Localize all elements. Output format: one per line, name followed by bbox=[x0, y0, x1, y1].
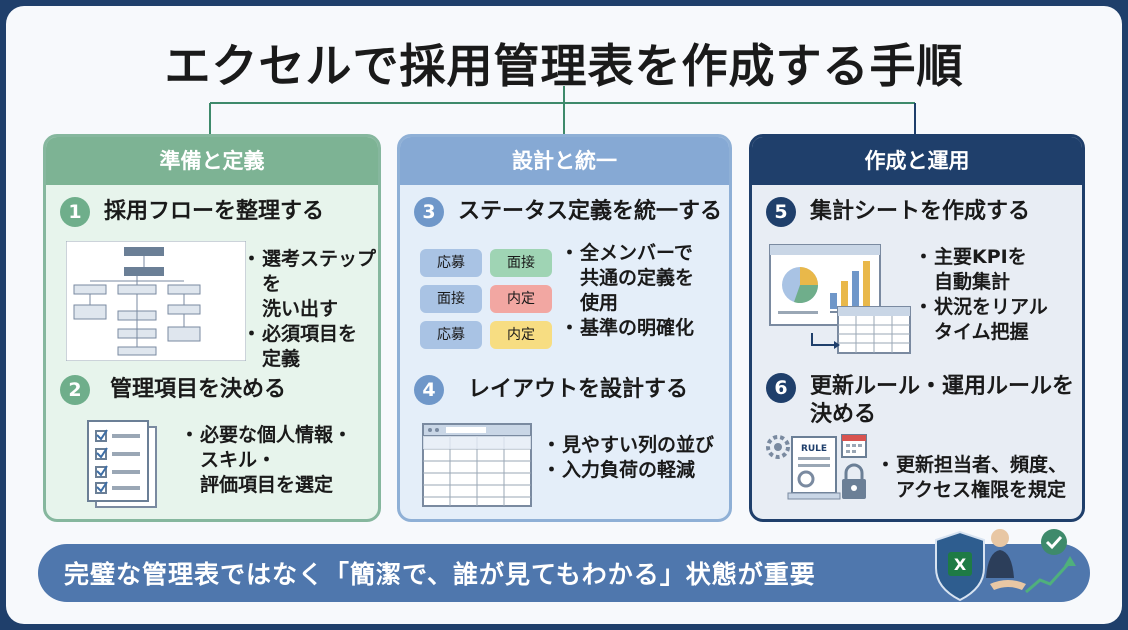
page-title: エクセルで採用管理表を作成する手順 bbox=[164, 39, 964, 93]
bullet: 必要な個人情報・スキル・評価項目を選定 bbox=[180, 423, 352, 498]
step-title: 管理項目を決める bbox=[110, 377, 287, 402]
step-5: 5 集計シートを作成する bbox=[766, 197, 1030, 227]
bullet: 入力負荷の軽減 bbox=[542, 458, 714, 483]
flowchart-icon bbox=[66, 241, 246, 361]
bullet: 基準の明確化 bbox=[560, 316, 694, 341]
column-header: 作成と運用 bbox=[752, 137, 1082, 185]
spreadsheet-layout-icon bbox=[422, 423, 532, 507]
step-4: 4 レイアウトを設計する bbox=[414, 375, 688, 405]
step-number: 4 bbox=[414, 375, 444, 405]
status-tag: 応募 bbox=[420, 249, 482, 277]
status-tag: 内定 bbox=[490, 285, 552, 313]
rule-label: RULE bbox=[801, 444, 827, 454]
svg-text:X: X bbox=[954, 555, 967, 574]
column-header: 設計と統一 bbox=[400, 137, 729, 185]
status-tag: 面接 bbox=[420, 285, 482, 313]
status-tag: 内定 bbox=[490, 321, 552, 349]
step-number: 6 bbox=[766, 373, 796, 403]
success-illustration-icon: X bbox=[935, 529, 1076, 602]
step-title: 集計シートを作成する bbox=[810, 199, 1031, 224]
step-6-bullets: 更新担当者、頻度、アクセス権限を規定 bbox=[876, 453, 1067, 503]
step-number: 1 bbox=[60, 197, 90, 227]
step-4-bullets: 見やすい列の並び 入力負荷の軽減 bbox=[542, 433, 714, 483]
step-title: レイアウトを設計する bbox=[468, 377, 689, 402]
column-header: 準備と定義 bbox=[46, 137, 378, 185]
step-2: 2 管理項目を決める bbox=[60, 375, 286, 405]
step-6: 6 更新ルール・運用ルールを決める bbox=[766, 373, 1074, 429]
status-tag: 面接 bbox=[490, 249, 552, 277]
key-message-text: 完璧な管理表ではなく「簡潔で、誰が見てもわかる」状態が重要 bbox=[64, 560, 816, 589]
step-number: 2 bbox=[60, 375, 90, 405]
bullet: 見やすい列の並び bbox=[542, 433, 714, 458]
dashboard-chart-icon bbox=[769, 244, 911, 354]
step-number: 5 bbox=[766, 197, 796, 227]
checklist-document-icon bbox=[87, 420, 157, 508]
rule-document-icon: RULE bbox=[766, 434, 867, 500]
bullet: 更新担当者、頻度、アクセス権限を規定 bbox=[876, 453, 1067, 503]
step-1: 1 採用フローを整理する bbox=[60, 197, 324, 227]
step-number: 3 bbox=[414, 197, 444, 227]
key-message-banner bbox=[38, 544, 1090, 602]
status-tag: 応募 bbox=[420, 321, 482, 349]
step-2-bullets: 必要な個人情報・スキル・評価項目を選定 bbox=[180, 423, 352, 498]
column-design: 設計と統一 3 ステータス定義を統一する 応募 面接 面接 内定 応募 内定 全… bbox=[397, 134, 732, 522]
step-3: 3 ステータス定義を統一する bbox=[414, 197, 722, 227]
step-title: ステータス定義を統一する bbox=[458, 199, 723, 224]
step-title: 更新ルール・運用ルールを決める bbox=[810, 374, 1075, 427]
step-title: 採用フローを整理する bbox=[104, 199, 325, 224]
